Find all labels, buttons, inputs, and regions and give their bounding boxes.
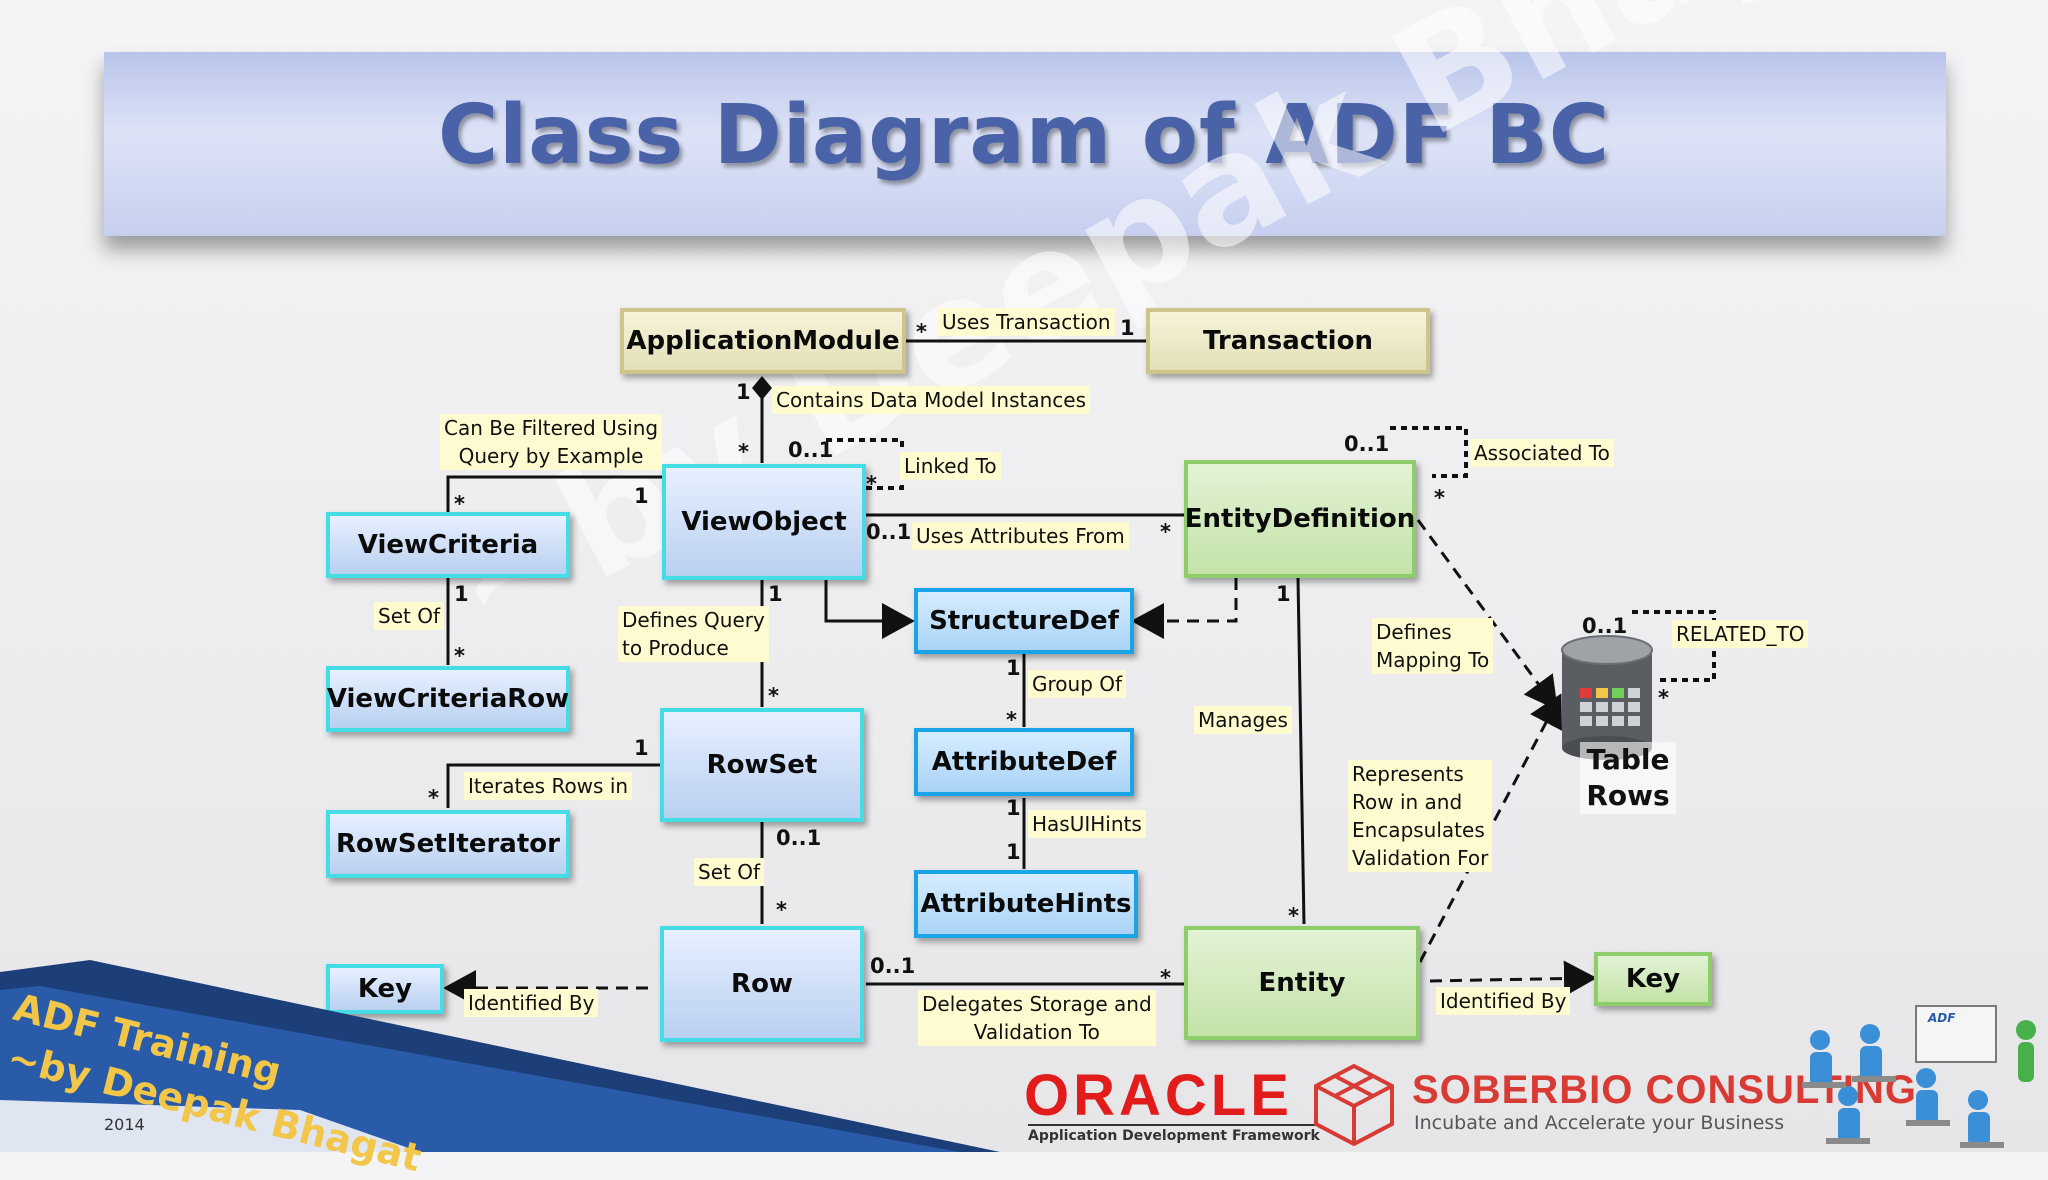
oracle-logo: ORACLE [1024,1062,1293,1129]
mult-vc-star: * [454,492,465,516]
mult-ed-star: * [1160,520,1171,544]
class-row-set: RowSet [660,708,864,822]
class-entity-definition: EntityDefinition [1184,460,1416,578]
mult-ed-assoc: 0..1 [1344,432,1389,456]
mult-ed-assoc-star: * [1434,486,1445,510]
class-view-object: ViewObject [662,464,866,580]
mult-rs-star: * [768,684,779,708]
mult-row-star: * [776,898,787,922]
mult-ad-hint-one: 1 [1006,796,1021,820]
training-year: 2014 [104,1115,145,1134]
table-rows-line2: Rows [1580,778,1676,814]
mult-vo-link-star: * [866,472,877,496]
mult-tr-star: * [1658,686,1669,710]
mult-rs-rsi-one: 1 [634,736,649,760]
class-view-criteria-row: ViewCriteriaRow [326,666,570,732]
mult-vo-link: 0..1 [788,438,833,462]
label-represents: Represents Row in and Encapsulates Valid… [1348,760,1492,872]
label-associated-to: Associated To [1470,439,1614,467]
class-transaction: Transaction [1146,308,1430,374]
mult-rs-row: 0..1 [776,826,821,850]
mult-ent-row-star: * [1160,966,1171,990]
mult-vo-rs-one: 1 [768,582,783,606]
soberbio-tagline: Incubate and Accelerate your Business [1414,1112,1784,1134]
label-has-ui-hints: HasUIHints [1028,810,1146,838]
label-defines-mapping-1: Defines [1376,618,1489,646]
label-manages: Manages [1194,706,1292,734]
mult-am-one: 1 [736,380,751,404]
label-can-be-filtered: Can Be Filtered Using Query by Example [440,414,662,470]
mult-am-star: * [916,320,927,344]
label-set-of-criteria: Set Of [374,602,444,630]
mult-sd-one: 1 [1006,656,1021,680]
class-entity: Entity [1184,926,1420,1040]
class-attribute-def: AttributeDef [914,728,1134,796]
mult-vo-vc-one: 1 [634,484,649,508]
label-related-to: RELATED_TO [1672,620,1808,648]
mult-vc-one: 1 [454,582,469,606]
mult-ent-star: * [1288,904,1299,928]
soberbio-cube-icon [1312,1062,1396,1146]
label-represents-4: Validation For [1352,844,1488,872]
label-can-be-filtered-2: Query by Example [444,442,658,470]
oracle-subtitle: Application Development Framework [1028,1124,1320,1144]
label-uses-transaction: Uses Transaction [938,308,1115,336]
label-group-of: Group Of [1028,670,1126,698]
mult-rsi-star: * [428,786,439,810]
mult-ed-ent-one: 1 [1276,582,1291,606]
label-uses-attributes-from: Uses Attributes From [912,522,1129,550]
label-defines-mapping-2: Mapping To [1376,646,1489,674]
table-rows-line1: Table [1580,742,1676,778]
label-defines-query-2: to Produce [622,634,765,662]
label-defines-query: Defines Query to Produce [618,606,769,662]
class-attribute-hints: AttributeHints [914,870,1138,938]
class-key-right: Key [1594,952,1712,1006]
label-contains-data-model: Contains Data Model Instances [772,386,1090,414]
adf-badge-text: ADF [1927,1011,1956,1025]
mult-vcr-star: * [454,644,465,668]
mult-hint-one: 1 [1006,840,1021,864]
label-represents-3: Encapsulates [1352,816,1488,844]
class-row-set-iterator: RowSetIterator [326,810,570,878]
label-linked-to: Linked To [900,452,1001,480]
label-defines-mapping: Defines Mapping To [1372,618,1493,674]
label-identified-by-right: Identified By [1436,987,1570,1015]
label-represents-2: Row in and [1352,788,1488,816]
class-application-module: ApplicationModule [620,308,906,374]
mult-vo-ed: 0..1 [866,520,911,544]
table-rows-label: Table Rows [1580,742,1676,814]
label-iterates-rows-in: Iterates Rows in [464,772,632,800]
label-set-of-rows: Set Of [694,858,764,886]
mult-ad-star: * [1006,708,1017,732]
training-people-icon: ADF [1796,1000,2048,1152]
class-structure-def: StructureDef [914,588,1134,654]
mult-vo-star-top: * [738,440,749,464]
label-can-be-filtered-1: Can Be Filtered Using [444,414,658,442]
label-defines-query-1: Defines Query [622,606,765,634]
label-represents-1: Represents [1352,760,1488,788]
class-view-criteria: ViewCriteria [326,512,570,578]
mult-tr-zero-one: 0..1 [1582,614,1627,638]
mult-tx-one: 1 [1120,316,1135,340]
